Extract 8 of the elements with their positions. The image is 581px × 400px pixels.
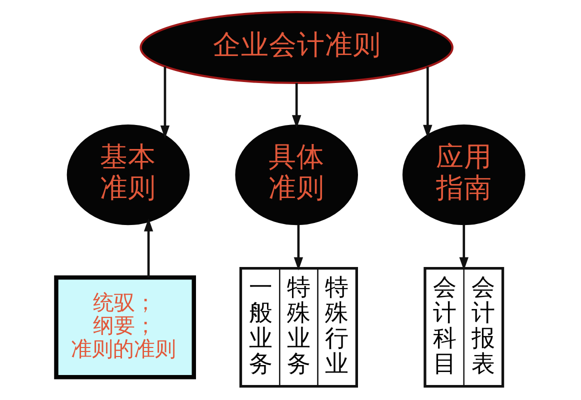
arrow <box>160 66 170 139</box>
node-ellipse: 企业会计准则 <box>140 11 454 84</box>
arrow <box>144 218 154 278</box>
node-box: 统驭； 纲要； 准则的准则 <box>54 275 196 380</box>
arrow <box>294 224 304 270</box>
arrow <box>292 83 302 128</box>
arrow <box>423 66 432 138</box>
node-ellipse: 具体准则 <box>235 124 358 226</box>
